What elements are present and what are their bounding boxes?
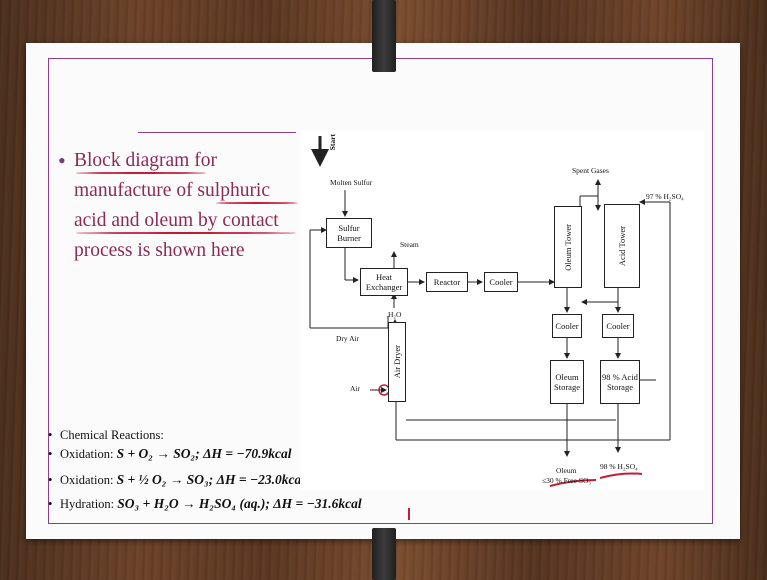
acid-tower-label: Acid Tower xyxy=(617,226,627,266)
oleum-tower-block: Oleum Tower xyxy=(554,206,582,288)
bullet-icon: • xyxy=(48,428,60,443)
oleum-product-free-so3-label: ≤30 % Free SO₃ xyxy=(542,476,591,485)
underline-annotation xyxy=(76,172,206,174)
divider-line xyxy=(138,132,296,133)
cooler-block: Cooler xyxy=(484,272,518,292)
reaction-label: Hydration: xyxy=(60,497,114,511)
air-dryer-label: Air Dryer xyxy=(392,345,402,378)
bullet-icon: • xyxy=(48,497,60,512)
oleum-product-label: Oleum xyxy=(556,466,576,475)
heat-exchanger-block: Heat Exchanger xyxy=(360,268,408,296)
reaction-row: •Oxidation: S + O₂ → SO₂; ΔH = −70.9kcal xyxy=(48,446,292,462)
acid-storage-block: 98 % Acid Storage xyxy=(600,360,640,404)
acid-product-label: 98 % H₂SO₄ xyxy=(600,462,638,471)
air-dryer-block: Air Dryer xyxy=(388,322,406,402)
reaction-row: •Oxidation: S + ½ O₂ → SO₃; ΔH = −23.0kc… xyxy=(48,472,305,488)
bullet-text: Block diagram for manufacture of sulphur… xyxy=(74,146,304,266)
bullet-icon: • xyxy=(48,447,60,462)
acid-cooler-block: Cooler xyxy=(602,314,634,338)
h2o-label: H₂O xyxy=(388,310,401,319)
reaction-label: Oxidation: xyxy=(60,447,113,461)
acid-97-label: 97 % H₂SO₄ xyxy=(646,192,684,201)
spent-gases-label: Spent Gases xyxy=(572,166,609,175)
reaction-equation: SO₃ + H₂O → H₂SO₄ (aq.); ΔH = −31.6kcal xyxy=(117,496,361,511)
dry-air-label: Dry Air xyxy=(336,334,359,343)
reactor-block: Reactor xyxy=(426,272,468,292)
reaction-row: •Hydration: SO₃ + H₂O → H₂SO₄ (aq.); ΔH … xyxy=(48,496,362,512)
oleum-cooler-block: Cooler xyxy=(552,314,582,338)
bullet-icon: • xyxy=(58,148,66,174)
reaction-label: Oxidation: xyxy=(60,473,113,487)
reactions-heading: Chemical Reactions: xyxy=(60,428,164,442)
oleum-storage-block: Oleum Storage xyxy=(550,360,584,404)
underline-annotation xyxy=(76,232,296,234)
reactions-heading-row: •Chemical Reactions: xyxy=(48,428,164,443)
process-block-diagram: Start Molten Sulfur Sulfur Burner Heat E… xyxy=(300,130,704,490)
acid-tower-block: Acid Tower xyxy=(604,204,640,288)
start-label: Start xyxy=(328,134,337,150)
air-label: Air xyxy=(350,384,360,393)
molten-sulfur-label: Molten Sulfur xyxy=(330,178,372,187)
bullet-icon: • xyxy=(48,473,60,488)
binder-clip-bottom xyxy=(372,528,396,580)
bracket-annotation xyxy=(408,508,410,520)
binder-clip-top xyxy=(372,0,396,72)
reaction-equation: S + ½ O₂ → SO₃; ΔH = −23.0kcal xyxy=(117,472,305,487)
reaction-equation: S + O₂ → SO₂; ΔH = −70.9kcal xyxy=(117,446,292,461)
steam-label: Steam xyxy=(400,240,419,249)
underline-annotation xyxy=(216,202,298,204)
sulfur-burner-block: Sulfur Burner xyxy=(326,218,372,248)
oleum-tower-label: Oleum Tower xyxy=(563,224,573,271)
